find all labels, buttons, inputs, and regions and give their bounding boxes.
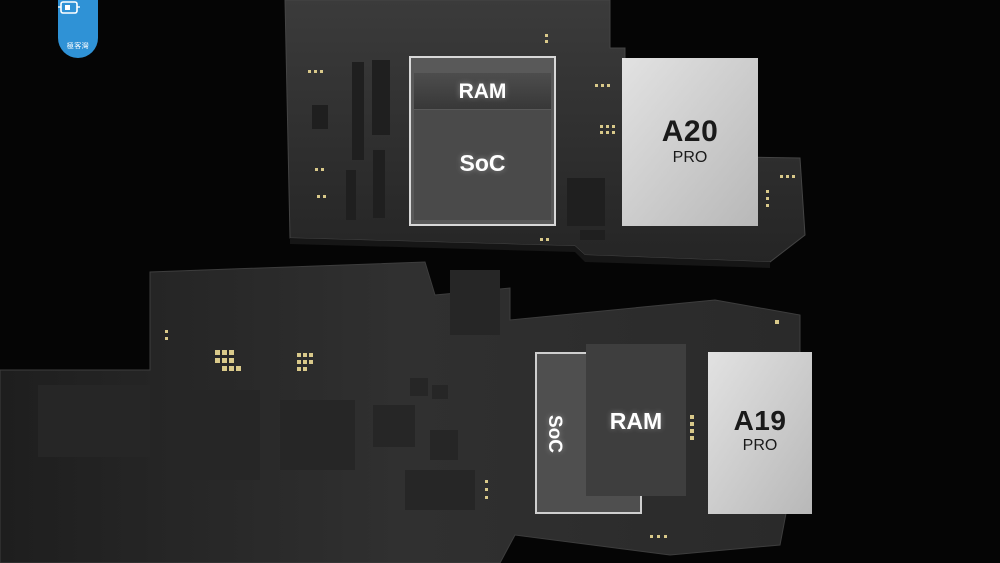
a20-chip-name: A20 — [661, 115, 719, 148]
chip-icon — [58, 1, 80, 14]
a20-pro-chip: A20 PRO — [622, 115, 758, 167]
bottom-logic-board — [0, 261, 812, 563]
watermark-badge: 極客灣 — [58, 0, 98, 58]
top-ram-label: RAM — [458, 80, 507, 103]
a19-chip-tier: PRO — [742, 437, 778, 454]
bottom-soc-label: SoC — [544, 415, 565, 453]
a19-chip-name: A19 — [733, 405, 787, 436]
watermark-text: 極客灣 — [66, 43, 90, 50]
a19-pro-chip: A19 PRO — [708, 405, 812, 455]
a20-chip-tier: PRO — [672, 149, 708, 166]
bottom-ram-label: RAM — [609, 408, 663, 434]
top-soc-label: SoC — [459, 150, 506, 176]
top-logic-board — [284, 0, 806, 268]
